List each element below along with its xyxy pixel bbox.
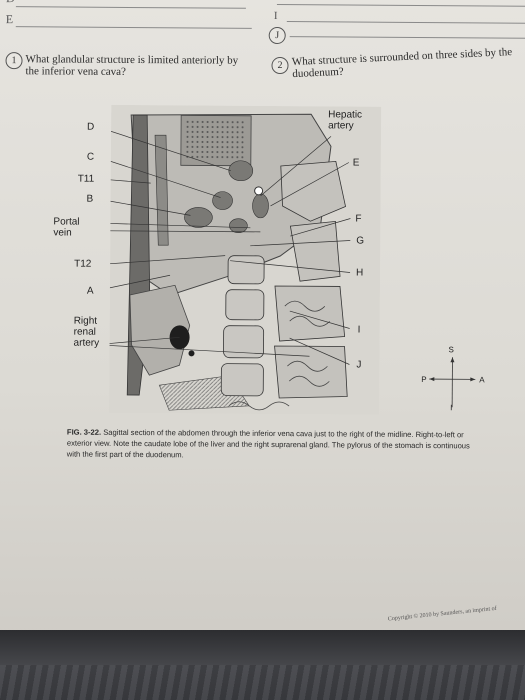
label-i: I xyxy=(357,324,361,336)
fabric-texture xyxy=(0,665,525,700)
label-hepatic-artery: Hepatic artery xyxy=(328,109,363,132)
answer-line-j xyxy=(289,36,525,39)
sagittal-section-illustration xyxy=(109,104,382,415)
label-d: D xyxy=(87,121,95,133)
header-letter-e: E xyxy=(5,12,14,27)
answer-line-d xyxy=(15,6,246,9)
header-letter-d: D xyxy=(6,0,15,6)
axis-label-a: A xyxy=(479,375,485,385)
answer-line-i xyxy=(286,21,525,24)
figure-caption-label: FIG. 3-22. xyxy=(66,427,102,437)
axis-label-s: S xyxy=(448,345,454,355)
label-h: H xyxy=(356,267,364,279)
label-portal-vein: Portal vein xyxy=(53,216,80,239)
orientation-axes xyxy=(429,357,476,408)
header-marker-i: I xyxy=(273,9,278,22)
copyright-notice: Copyright © 2010 by Saunders, an imprint… xyxy=(387,605,497,623)
label-t11: T11 xyxy=(77,173,95,185)
label-t12: T12 xyxy=(74,258,92,270)
axis-label-i: I xyxy=(450,403,453,413)
answer-line-top-right xyxy=(276,3,525,7)
question-1-number: 1 xyxy=(5,52,23,70)
header-marker-j: J xyxy=(268,26,286,45)
answer-line-e xyxy=(15,26,252,29)
figure-caption: FIG. 3-22. Sagittal section of the abdom… xyxy=(67,427,479,463)
textbook-page: D E I J 1 What glandular structure is li… xyxy=(0,0,525,646)
axis-label-p: P xyxy=(421,375,427,385)
label-a: A xyxy=(86,285,94,297)
question-2-number: 2 xyxy=(271,56,289,75)
label-g: G xyxy=(356,235,365,247)
label-right-renal-artery: Right renal artery xyxy=(73,315,100,349)
label-f: F xyxy=(355,213,362,225)
label-b: B xyxy=(86,193,94,205)
label-c: C xyxy=(86,151,95,163)
question-2-text: What structure is surrounded on three si… xyxy=(291,46,513,81)
figure-caption-text: Sagittal section of the abdomen through … xyxy=(66,427,470,460)
label-j: J xyxy=(356,359,362,371)
question-1-text: What glandular structure is limited ante… xyxy=(25,53,239,78)
label-e: E xyxy=(352,157,360,169)
